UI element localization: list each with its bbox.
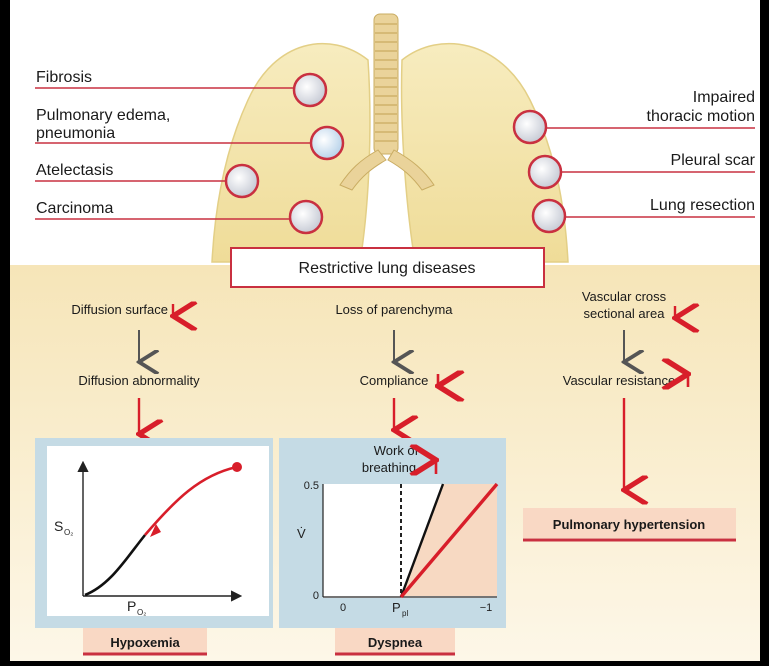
y-axis-label: S bbox=[54, 518, 63, 534]
y-tick-top: 0.5 bbox=[304, 480, 319, 492]
step-vascular-area-1: Vascular cross bbox=[582, 289, 667, 304]
x-axis-label: P bbox=[127, 598, 136, 614]
step-compliance: Compliance bbox=[360, 373, 429, 388]
marker-atelectasis bbox=[226, 165, 258, 197]
work-of-breathing-1: Work of bbox=[374, 443, 419, 458]
x-tick-left: 0 bbox=[340, 602, 346, 614]
oxygen-saturation-graph: S O₂ P O₂ Hypoxemia bbox=[35, 438, 273, 654]
work-of-breathing-2: breathing bbox=[362, 460, 416, 475]
outcome-hypoxemia: Hypoxemia bbox=[110, 635, 180, 650]
marker-resection bbox=[533, 200, 565, 232]
marker-carcinoma bbox=[290, 201, 322, 233]
cause-label: thoracic motion bbox=[647, 108, 756, 125]
cause-label: Carcinoma bbox=[36, 200, 113, 217]
outcome-dyspnea: Dyspnea bbox=[368, 635, 423, 650]
outcome-pulmonary-hypertension: Pulmonary hypertension bbox=[553, 517, 705, 532]
cause-label: Pulmonary edema, bbox=[36, 107, 170, 124]
cause-label: Atelectasis bbox=[36, 162, 113, 179]
step-diffusion-abnormality: Diffusion abnormality bbox=[78, 373, 200, 388]
step-vascular-resistance: Vascular resistance bbox=[563, 373, 675, 388]
cause-label: Impaired bbox=[693, 89, 755, 106]
step-loss-of-parenchyma: Loss of parenchyma bbox=[335, 302, 453, 317]
step-vascular-area-2: sectional area bbox=[584, 306, 666, 321]
pressure-axis-subscript: pl bbox=[402, 609, 408, 618]
marker-fibrosis bbox=[294, 74, 326, 106]
cause-label: Pleural scar bbox=[671, 152, 756, 169]
marker-pleural bbox=[529, 156, 561, 188]
y-tick-bottom: 0 bbox=[313, 590, 319, 602]
flow-axis-label: V̇ bbox=[297, 526, 306, 541]
marker-edema bbox=[311, 127, 343, 159]
diagram-title: Restrictive lung diseases bbox=[299, 260, 476, 277]
work-of-breathing-graph: Work of breathing V̇ 0.5 0 0 P pl −1 Dys… bbox=[279, 438, 506, 654]
marker-thoracic bbox=[514, 111, 546, 143]
step-diffusion-surface: Diffusion surface bbox=[71, 302, 168, 317]
x-tick-right: −1 bbox=[480, 602, 493, 614]
cause-label: Fibrosis bbox=[36, 69, 92, 86]
cause-label: Lung resection bbox=[650, 197, 755, 214]
x-axis-subscript: O₂ bbox=[137, 608, 146, 617]
y-axis-subscript: O₂ bbox=[64, 528, 73, 537]
pressure-axis-label: P bbox=[392, 600, 401, 615]
cause-label: pneumonia bbox=[36, 125, 115, 142]
